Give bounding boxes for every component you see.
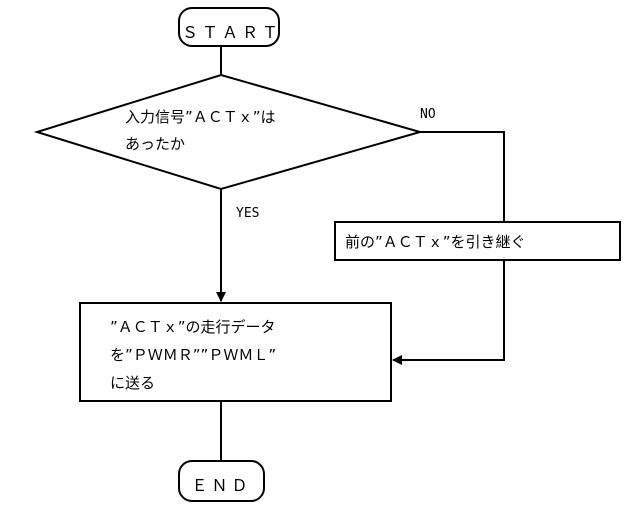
decision-label-line2: あったか bbox=[125, 135, 186, 153]
decision-label-line1: 入力信号”ＡＣＴｘ”は bbox=[125, 108, 276, 126]
decision-diamond bbox=[33, 73, 424, 191]
start-label: ＳＴＡＲＴ bbox=[182, 23, 283, 42]
merge-arrow bbox=[392, 260, 505, 365]
send-label-line3: に送る bbox=[110, 374, 156, 392]
end-label: ＥＮＤ bbox=[191, 476, 252, 495]
yes-edge-label: YES bbox=[236, 206, 260, 221]
send-process-box bbox=[79, 302, 392, 402]
no-connector bbox=[420, 131, 505, 222]
keep-previous-label: 前の”ＡＣＴｘ”を引き継ぐ bbox=[345, 233, 526, 251]
start-terminal bbox=[178, 7, 280, 47]
send-label-line1: ”ＡＣＴｘ”の走行データ bbox=[110, 318, 276, 336]
end-terminal bbox=[178, 460, 265, 502]
send-label-line2: を”ＰＷＭＲ””ＰＷＭＬ” bbox=[110, 346, 277, 364]
keep-previous-box bbox=[334, 221, 621, 261]
no-edge-label: NO bbox=[420, 107, 436, 122]
